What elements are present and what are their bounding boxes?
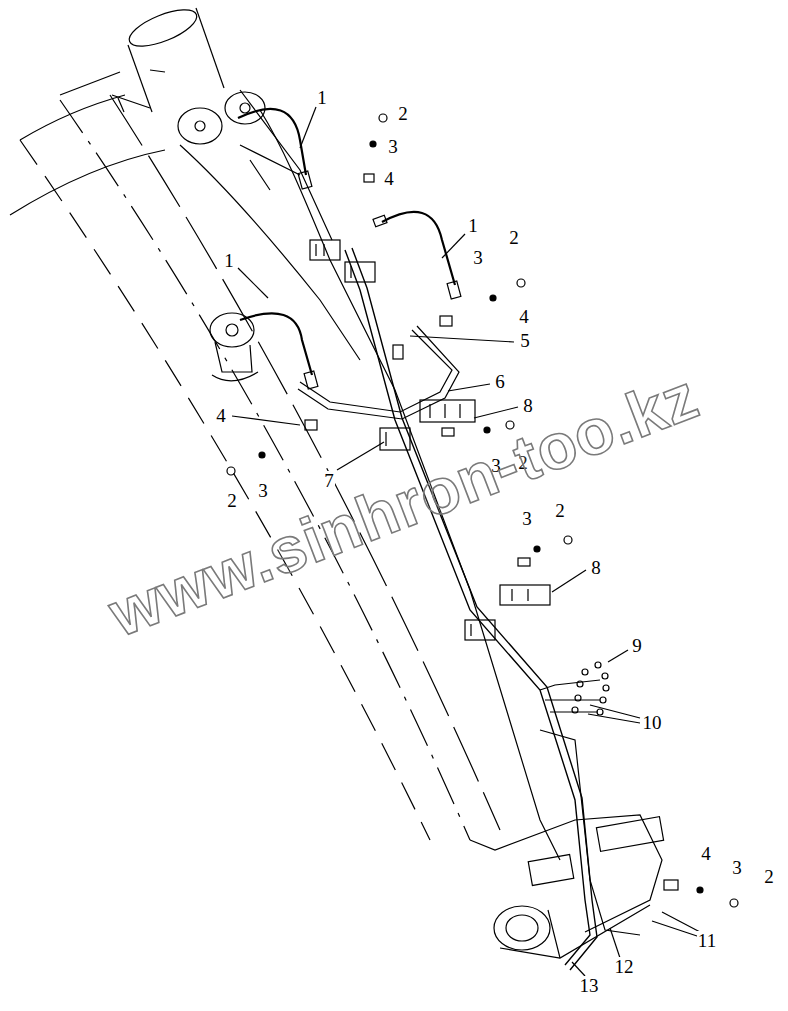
callout-number: 1 <box>467 216 479 235</box>
callout-number: 2 <box>554 501 566 520</box>
callout-number: 10 <box>642 713 663 732</box>
callout-number: 3 <box>472 248 484 267</box>
callout-number: 3 <box>257 481 269 500</box>
callout-number: 5 <box>519 331 531 350</box>
callout-number: 9 <box>631 636 643 655</box>
callout-number: 12 <box>614 957 635 976</box>
callout-number: 3 <box>387 137 399 156</box>
callout-number: 13 <box>579 976 600 995</box>
callout-number: 2 <box>763 867 775 886</box>
callout-number: 1 <box>316 88 328 107</box>
callout-number: 1 <box>223 251 235 270</box>
callout-number: 3 <box>521 509 533 528</box>
callout-number: 4 <box>383 169 395 188</box>
callout-number: 4 <box>215 406 227 425</box>
watermark: www.sinhron-too.kz <box>101 363 706 646</box>
callout-number: 11 <box>697 931 717 950</box>
callout-number: 7 <box>323 471 335 490</box>
callout-number: 4 <box>700 844 712 863</box>
callout-number: 8 <box>522 396 534 415</box>
callout-number: 4 <box>518 307 530 326</box>
callout-number: 2 <box>397 104 409 123</box>
callout-number: 3 <box>731 858 743 877</box>
callout-number: 6 <box>494 372 506 391</box>
callout-number: 2 <box>508 228 520 247</box>
callout-number: 8 <box>590 558 602 577</box>
callout-number: 2 <box>226 491 238 510</box>
